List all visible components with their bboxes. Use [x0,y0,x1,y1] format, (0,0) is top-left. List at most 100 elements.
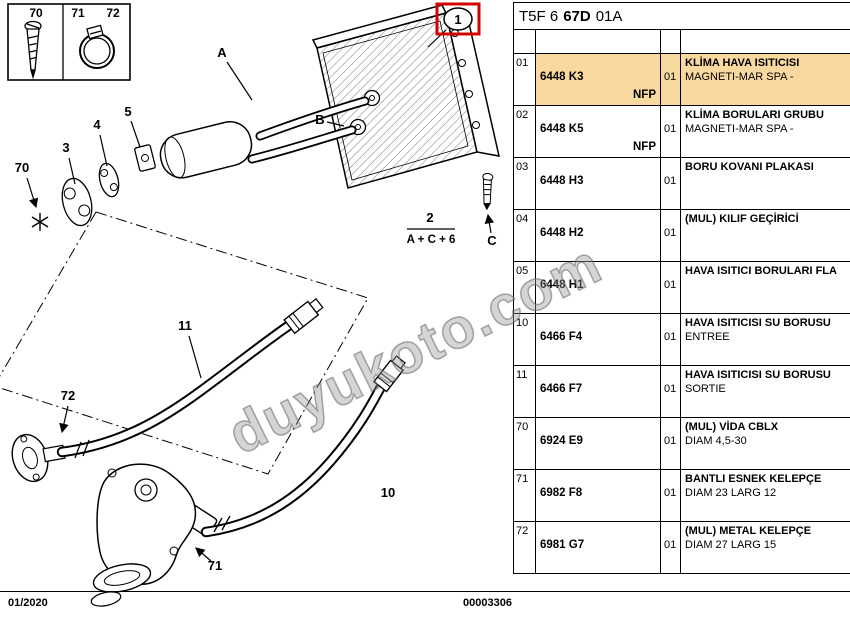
row-ref: 71 [514,470,536,521]
label-72: 72 [61,388,75,403]
svg-text:1: 1 [454,12,461,27]
label-70: 70 [15,160,29,175]
row-qty: 01 [661,366,681,417]
row-ref: 70 [514,418,536,469]
table-row[interactable]: 10 6466 F4 01 HAVA ISITICISI SU BORUSU E… [514,314,850,366]
row-description: KLİMA BORULARI GRUBU MAGNETI-MAR SPA - [685,109,824,135]
row-description: HAVA ISITICISI SU BORUSU ENTREE [685,317,831,343]
row-qty: 01 [661,210,681,261]
row-part-number: 6466 F7 [536,366,661,417]
row-part-number: 6466 F4 [536,314,661,365]
row-part-number: 6924 E9 [536,418,661,469]
flange-3 [61,177,93,227]
heater-core [311,4,500,189]
row-description: BANTLI ESNEK KELEPÇE DIAM 23 LARG 12 [685,473,822,499]
label-c: C [487,233,497,248]
label-71: 71 [208,558,222,573]
row-ref: 10 [514,314,536,365]
pipe-shield [159,120,253,179]
nfp-flag: NFP [633,89,656,101]
table-row[interactable]: 03 6448 H3 01 BORU KOVANI PLAKASI [514,158,850,210]
table-row[interactable]: 01 6448 K3 NFP 01 KLİMA HAVA ISITICISI M… [514,54,850,106]
label-11: 11 [178,318,192,333]
table-row[interactable]: 71 6982 F8 01 BANTLI ESNEK KELEPÇE DIAM … [514,470,850,522]
projection-lines [0,211,369,475]
callout-1[interactable]: 1 [427,2,481,48]
label-3: 3 [62,140,69,155]
row-description: HAVA ISITICI BORULARI FLA [685,265,837,277]
footer-date: 01/2020 [8,597,48,609]
nfp-flag: NFP [633,141,656,153]
thermostat-housing [90,463,218,607]
row-ref: 03 [514,158,536,209]
row-qty: 01 [661,158,681,209]
highlight-box [435,2,481,36]
row-part-number: 6448 H2 [536,210,661,261]
row-qty: 01 [661,418,681,469]
legend-box [7,3,131,81]
row-description: KLİMA HAVA ISITICISI MAGNETI-MAR SPA - [681,54,850,105]
hose-10 [200,355,406,538]
label-b: B [315,112,324,127]
diagram-labels: A B 5 4 3 70 2 A + C + 6 C 11 [15,45,498,573]
table-row[interactable]: 04 6448 H2 01 (MUL) KILIF GEÇİRİCİ [514,210,850,262]
screw-icon [24,20,42,80]
row-part-number: 6448 H3 [536,158,661,209]
row-qty: 01 [661,106,681,157]
row-part-number: 6448 K5 NFP [536,106,661,157]
row-qty: 01 [661,54,681,105]
legend-label-71: 71 [71,6,85,20]
footer-divider [0,591,850,592]
row-part-number: 6982 F8 [536,470,661,521]
row-qty: 01 [661,314,681,365]
row-description: (MUL) KILIF GEÇİRİCİ [685,213,799,225]
row-description: (MUL) METAL KELEPÇE DIAM 27 LARG 15 [685,525,812,551]
pipe-clamp-5 [134,144,156,172]
flange-72 [11,433,66,483]
catalog-code-main: 67D [563,8,591,25]
label-a: A [217,45,227,60]
row-qty: 01 [661,522,681,573]
diagram-area: 70 71 72 [0,2,500,607]
heater-pipes [159,96,370,179]
row-part-number: 6448 K3 NFP [536,54,661,105]
row-ref: 11 [514,366,536,417]
table-row[interactable]: 70 6924 E9 01 (MUL) VİDA CBLX DIAM 4,5-3… [514,418,850,470]
table-row[interactable]: 72 6981 G7 01 (MUL) METAL KELEPÇE DIAM 2… [514,522,850,574]
label-4: 4 [93,117,101,132]
table-column-spacer [514,30,850,54]
label-5: 5 [124,104,131,119]
label-10: 10 [381,485,395,500]
hose-11 [56,298,324,459]
catalog-code-suffix: 01A [595,8,623,25]
row-ref: 02 [514,106,536,157]
footer-doc-number: 00003306 [463,597,512,609]
row-description: HAVA ISITICISI SU BORUSU SORTIE [685,369,831,395]
screw-c-icon [482,172,494,211]
gasket-4 [98,162,120,198]
table-row[interactable]: 02 6448 K5 NFP 01 KLİMA BORULARI GRUBU M… [514,106,850,158]
table-row[interactable]: 05 6448 H1 01 HAVA ISITICI BORULARI FLA [514,262,850,314]
row-ref: 05 [514,262,536,313]
legend-label-70: 70 [29,6,43,20]
table-body: 01 6448 K3 NFP 01 KLİMA HAVA ISITICISI M… [514,54,850,574]
row-part-number: 6448 H1 [536,262,661,313]
row-description: (MUL) VİDA CBLX DIAM 4,5-30 [685,421,779,447]
row-part-number: 6981 G7 [536,522,661,573]
parts-diagram: 70 71 72 [0,2,500,607]
row-ref: 01 [514,54,536,105]
legend-label-72: 72 [106,6,120,20]
row-qty: 01 [661,262,681,313]
row-description: BORU KOVANI PLAKASI [685,161,814,173]
label-2: 2 [426,210,433,225]
clamp-icon [79,24,115,69]
label-formula: A + C + 6 [407,234,456,246]
row-qty: 01 [661,470,681,521]
asterisk-mark [31,213,49,231]
catalog-code-prefix: T5F 6 [519,8,559,25]
table-row[interactable]: 11 6466 F7 01 HAVA ISITICISI SU BORUSU S… [514,366,850,418]
row-ref: 04 [514,210,536,261]
row-ref: 72 [514,522,536,573]
